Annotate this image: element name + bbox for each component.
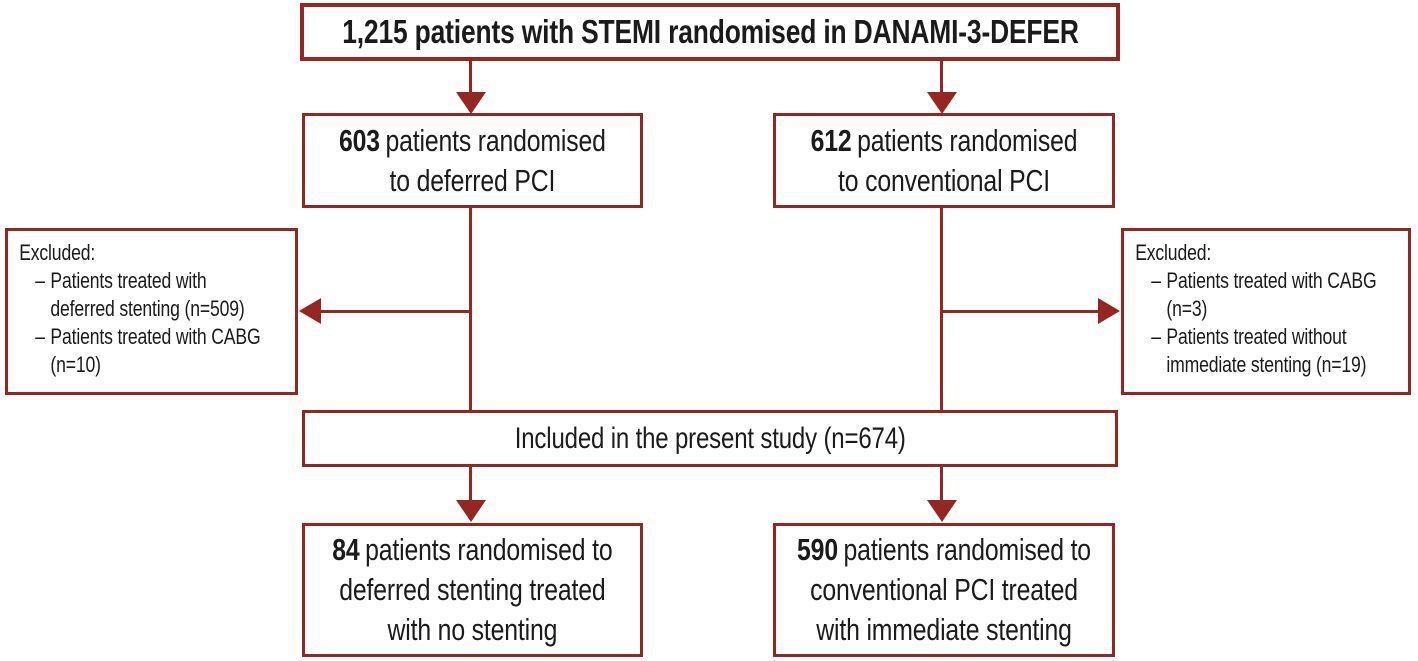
excluded-left-item1: – Patients treated with deferred stentin… — [35, 268, 245, 321]
excluded-right-text: Excluded: – Patients treated with CABG (… — [1124, 231, 1408, 379]
connector-to-excluded-left — [318, 310, 471, 313]
immediate-stenting-n: 590 — [797, 532, 838, 567]
no-stenting-line3: with no stenting — [387, 612, 558, 647]
top-box-randomised-total: 1,215 patients with STEMI randomised in … — [300, 3, 1120, 61]
arrow-down-icon — [456, 500, 486, 522]
no-stenting-n: 84 — [332, 532, 360, 567]
included-box: Included in the present study (n=674) — [302, 410, 1118, 467]
excluded-right-box: Excluded: – Patients treated with CABG (… — [1121, 228, 1411, 395]
included-box-text: Included in the present study (n=674) — [514, 421, 906, 455]
top-box-text: 1,215 patients with STEMI randomised in … — [341, 13, 1079, 51]
no-stenting-line2: deferred stenting treated — [339, 572, 606, 607]
conventional-n: 612 — [810, 122, 852, 158]
arrow-left-icon — [299, 298, 321, 324]
connector-included-to-bottom-left — [469, 467, 472, 502]
deferred-n: 603 — [339, 122, 380, 158]
connector-top-to-conventional — [940, 61, 943, 96]
immediate-stenting-line2: conventional PCI treated — [810, 572, 1078, 607]
arrow-down-icon — [927, 92, 957, 114]
dash-bullet: – — [1151, 268, 1161, 293]
connector-top-to-deferred — [469, 61, 472, 96]
dash-bullet: – — [1151, 324, 1161, 349]
excluded-left-text: Excluded: – Patients treated with deferr… — [8, 231, 295, 379]
deferred-arm-line2: to deferred PCI — [389, 162, 556, 198]
excluded-right-item2: – Patients treated without immediate ste… — [1151, 324, 1367, 377]
connector-deferred-to-included — [469, 208, 472, 410]
connector-to-excluded-right — [943, 310, 1100, 313]
excluded-right-title: Excluded: — [1135, 240, 1212, 265]
arrow-down-icon — [456, 92, 486, 114]
dash-bullet: – — [35, 324, 45, 349]
connector-conventional-to-included — [940, 208, 943, 410]
excluded-left-item2: – Patients treated with CABG (n=10) — [35, 324, 261, 377]
connector-included-to-bottom-right — [940, 467, 943, 502]
excluded-right-item1: – Patients treated with CABG (n=3) — [1151, 268, 1377, 321]
excluded-left-box: Excluded: – Patients treated with deferr… — [5, 228, 298, 395]
arrow-down-icon — [927, 500, 957, 522]
dash-bullet: – — [35, 268, 45, 293]
immediate-stenting-line3: with immediate stenting — [816, 612, 1072, 647]
excluded-left-title: Excluded: — [19, 240, 96, 265]
arrow-right-icon — [1098, 298, 1120, 324]
conventional-arm-line2: to conventional PCI — [837, 162, 1051, 198]
